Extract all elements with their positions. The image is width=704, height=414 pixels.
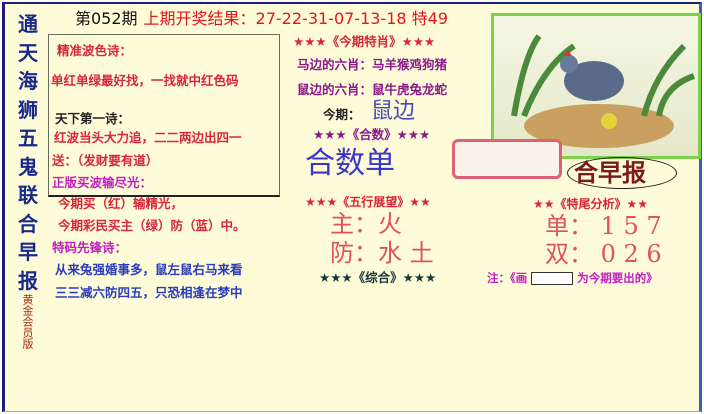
title-char: 合 (18, 211, 38, 236)
poem-line: 单红单绿最好找，一找就中红色码 (51, 73, 239, 88)
rat-side: 鼠边的六肖：鼠牛虎兔龙蛇 (297, 82, 448, 97)
poem-line: 今期彩民买主（绿）防（蓝）中。 (58, 218, 246, 233)
title-char: 鬼 (18, 154, 38, 179)
poem-box: 精准波色诗： 单红单绿最好找，一找就中红色码 天下第一诗： 红波当头大力追，二二… (48, 34, 280, 197)
title-char: 联 (18, 183, 38, 207)
special-heading: ★★★《今期特肖》★★★ (293, 34, 436, 49)
last-result: 上期开奖结果：27-22-31-07-13-18 特49 (143, 9, 449, 28)
tail-even: 双： 0 2 6 (545, 240, 662, 268)
poem-line: 从来兔强婚事多，鼠左鼠右马来看 (55, 262, 243, 277)
tail-odd: 单： 1 5 7 (545, 212, 662, 240)
poem-line: 红波当头大力追，二二两边出四一 (54, 130, 242, 145)
stamp-box (452, 139, 562, 179)
this-label: 今期： (323, 107, 361, 122)
header-row: 第052期 上期开奖结果：27-22-31-07-13-18 特49 (75, 9, 448, 29)
vertical-title: 通 天 海 狮 五 鬼 联 合 早 报 (15, 10, 41, 295)
title-char: 五 (18, 126, 38, 150)
rooster-illustration (491, 13, 701, 159)
title-char: 天 (18, 40, 38, 65)
note: 注：《画 为今期要出的》 (487, 270, 658, 286)
this-value: 鼠边 (371, 99, 416, 124)
brand-title: 合早报 (567, 157, 677, 189)
poem-line: 今期买（红）输精光， (58, 196, 184, 211)
wuxing-main: 主：火 (330, 210, 402, 238)
title-char: 通 (18, 12, 38, 36)
note-suffix: 为今期要出的》 (577, 271, 658, 285)
poem-title: 特码先锋诗： (52, 240, 128, 255)
horse-side: 马边的六肖：马羊猴鸡狗猪 (297, 57, 448, 72)
poem-title: 精准波色诗： (57, 43, 133, 58)
poem-title: 天下第一诗： (55, 111, 131, 126)
issue-number: 第052期 (75, 9, 138, 28)
sum-value: 合数单 (305, 146, 395, 181)
tail-heading: ★★《特尾分析》★★ (533, 197, 649, 211)
note-box (531, 272, 574, 285)
sum-heading: ★★★《合数》★★★ (313, 127, 431, 142)
poem-title: 正版买波输尽光： (52, 175, 153, 190)
rooster-icon (511, 34, 696, 148)
title-char: 早 (18, 240, 38, 264)
vertical-subtitle: 黄金会员版 (21, 294, 34, 349)
title-char: 狮 (18, 97, 38, 122)
poem-line: 三三减六防四五，只恐相逢在梦中 (55, 285, 243, 300)
title-char: 海 (18, 69, 38, 93)
wuxing-heading: ★★★《五行展望》★★ (305, 195, 431, 209)
note-prefix: 注：《画 (487, 271, 528, 285)
title-char: 报 (18, 268, 38, 293)
poem-line: 送：（发财要有道） (52, 153, 159, 168)
wuxing-guard: 防：水 土 (330, 239, 434, 267)
overall-heading: ★★★《综合》★★★ (319, 270, 437, 285)
